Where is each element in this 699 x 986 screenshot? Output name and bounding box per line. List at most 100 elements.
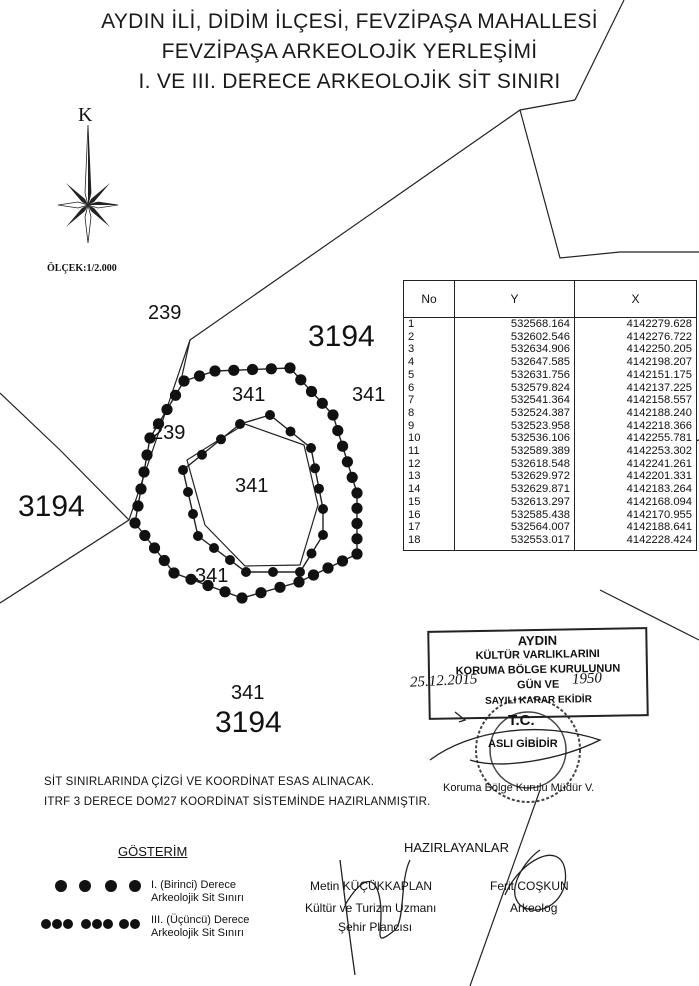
table-cell-x: 4142158.557 <box>574 394 697 407</box>
column-header-y: Y <box>454 280 575 318</box>
table-cell-no: 5 <box>403 368 455 382</box>
boundary-marker <box>138 466 150 478</box>
boundary-marker <box>132 500 144 512</box>
boundary-marker <box>236 592 248 604</box>
map-title-line3: I. VE III. DERECE ARKEOLOJİK SİT SINIRI <box>138 70 561 93</box>
first-degree-markers <box>129 362 363 604</box>
stamp-handwritten-number: 1950 <box>571 670 603 688</box>
table-cell-no: 15 <box>403 495 455 509</box>
table-cell-y: 532568.164 <box>454 317 575 331</box>
boundary-marker <box>316 397 328 409</box>
boundary-marker <box>139 529 151 542</box>
boundary-marker <box>209 365 221 377</box>
boundary-marker <box>185 573 197 585</box>
boundary-marker <box>310 463 320 474</box>
table-cell-y: 532589.389 <box>454 445 575 458</box>
seal-emblem-text: T.C. <box>508 712 535 729</box>
parcel-label: 341 <box>231 682 265 704</box>
boundary-marker <box>341 456 353 468</box>
table-cell-x: 4142188.641 <box>574 521 697 534</box>
table-cell-no: 3 <box>403 343 455 357</box>
table-cell-no: 4 <box>403 356 455 369</box>
table-cell-y: 532629.972 <box>454 470 575 484</box>
legend-label: Arkeolojik Sit Sınırı <box>151 892 244 904</box>
table-cell-no: 16 <box>403 508 455 522</box>
legend-label: Arkeolojik Sit Sınırı <box>151 927 244 939</box>
scale-label: ÖLÇEK:1/2.000 <box>47 263 117 274</box>
boundary-marker <box>225 555 235 565</box>
preparer-title: Arkeolog <box>510 901 558 915</box>
column-header-no: No <box>403 280 455 318</box>
parcel-line <box>469 789 541 986</box>
boundary-marker <box>235 419 245 429</box>
boundary-marker <box>351 517 363 530</box>
boundary-marker <box>337 440 349 452</box>
table-cell-no: 12 <box>403 457 455 471</box>
table-cell-no: 18 <box>403 533 455 551</box>
table-cell-y: 532618.548 <box>454 457 575 471</box>
table-cell-no: 2 <box>403 330 455 344</box>
table-cell-x: 4142170.955 <box>574 508 697 522</box>
boundary-marker <box>306 548 317 559</box>
table-cell-no: 11 <box>403 445 455 458</box>
map-title-line1: AYDIN İLİ, DİDİM İLÇESİ, FEVZİPAŞA MAHAL… <box>101 10 598 33</box>
table-cell-y: 532541.364 <box>454 394 575 407</box>
boundary-marker <box>161 403 173 416</box>
table-cell-x: 4142137.225 <box>574 381 697 395</box>
preparer-title: Şehir Plancısı <box>338 920 413 934</box>
parcel-label: 3194 <box>308 320 375 353</box>
boundary-marker <box>152 418 165 430</box>
boundary-marker <box>268 567 278 577</box>
boundary-marker <box>178 375 190 387</box>
parcel-line <box>179 99 576 386</box>
boundary-marker <box>346 471 358 483</box>
table-cell-no: 13 <box>403 470 455 484</box>
table-cell-x: 4142198.207 <box>574 356 697 369</box>
boundary-marker <box>158 554 170 567</box>
stamp-handwritten-date: 25.12.2015 <box>409 671 478 691</box>
boundary-marker <box>265 410 275 420</box>
table-cell-y: 532631.756 <box>454 368 575 382</box>
boundary-marker <box>318 504 328 514</box>
parcel-label: 341 <box>232 384 266 406</box>
boundary-marker <box>202 579 214 592</box>
boundary-marker <box>197 449 207 460</box>
boundary-marker <box>178 465 188 475</box>
table-cell-y: 532524.387 <box>454 406 575 420</box>
table-cell-x: 4142188.240 <box>574 406 697 420</box>
stamp-line: SAYILI KARAR EKİDİR <box>484 694 592 707</box>
boundary-marker <box>322 562 334 574</box>
boundary-marker <box>183 487 193 497</box>
parcel-line <box>519 109 699 259</box>
inner-parcel-boundary <box>186 423 319 567</box>
table-cell-x: 4142279.628 <box>574 317 697 331</box>
boundary-marker <box>293 576 305 588</box>
note-line: ITRF 3 DERECE DOM27 KOORDİNAT SİSTEMİNDE… <box>44 796 431 808</box>
table-cell-x: 4142201.331 <box>574 470 697 484</box>
tick-mark <box>454 711 467 723</box>
prepared-by-heading: HAZIRLAYANLAR <box>404 840 509 855</box>
parcel-label: 239 <box>148 302 182 324</box>
official-title: Koruma Bölge Kurulu Müdür V. <box>443 782 595 794</box>
boundary-marker <box>193 370 206 382</box>
table-cell-x: 4142218.366 <box>574 419 697 433</box>
preparer-name: Ferit COŞKUN <box>490 879 569 893</box>
boundary-marker <box>144 432 156 444</box>
table-cell-no: 17 <box>403 521 455 534</box>
table-cell-x: 4142151.175 <box>574 368 697 382</box>
table-cell-y: 532536.106 <box>454 432 575 446</box>
stamp-line: KÜLTÜR VARLIKLARINI <box>475 647 600 663</box>
legend-title: GÖSTERİM <box>118 844 188 859</box>
table-cell-y: 532634.906 <box>454 343 575 357</box>
signature-official <box>429 728 602 765</box>
third-degree-markers <box>178 410 328 577</box>
